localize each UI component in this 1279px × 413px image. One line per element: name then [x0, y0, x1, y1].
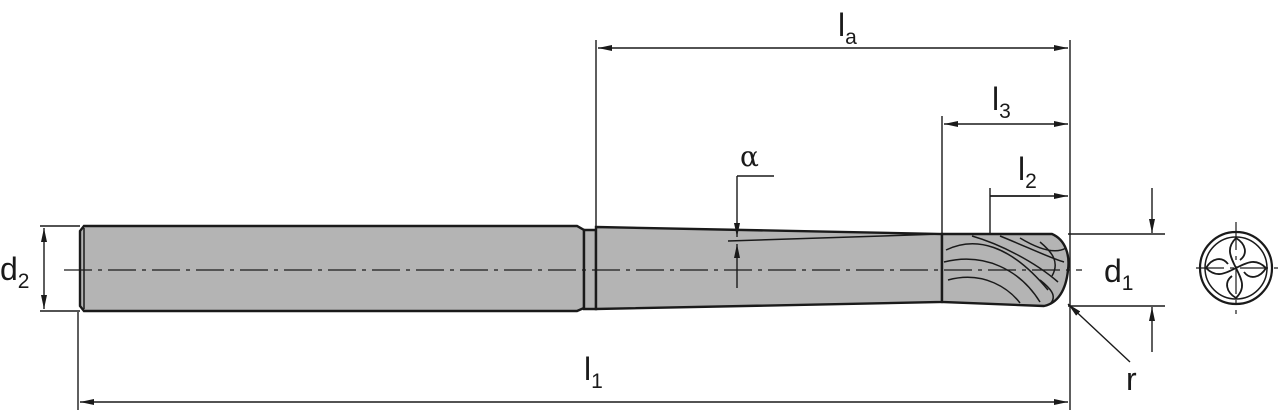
- flutes: [943, 235, 1067, 305]
- tool-body: [78, 224, 1070, 313]
- label-d1: d1: [1104, 253, 1133, 295]
- end-view: [1196, 222, 1279, 314]
- dimension-lines: [41, 45, 1155, 405]
- label-d2: d2: [0, 251, 29, 293]
- label-r: r: [1126, 361, 1137, 397]
- label-la: la: [838, 7, 857, 49]
- label-l2: l2: [1018, 151, 1037, 193]
- label-alpha: α: [740, 140, 759, 173]
- extension-lines: [40, 40, 1165, 410]
- shank: [78, 224, 586, 313]
- label-l3: l3: [992, 81, 1011, 123]
- end-view-outline: [1198, 230, 1274, 306]
- r-leader: [1067, 303, 1131, 363]
- taper-angle-line: [727, 233, 943, 242]
- label-l1: l1: [584, 351, 603, 393]
